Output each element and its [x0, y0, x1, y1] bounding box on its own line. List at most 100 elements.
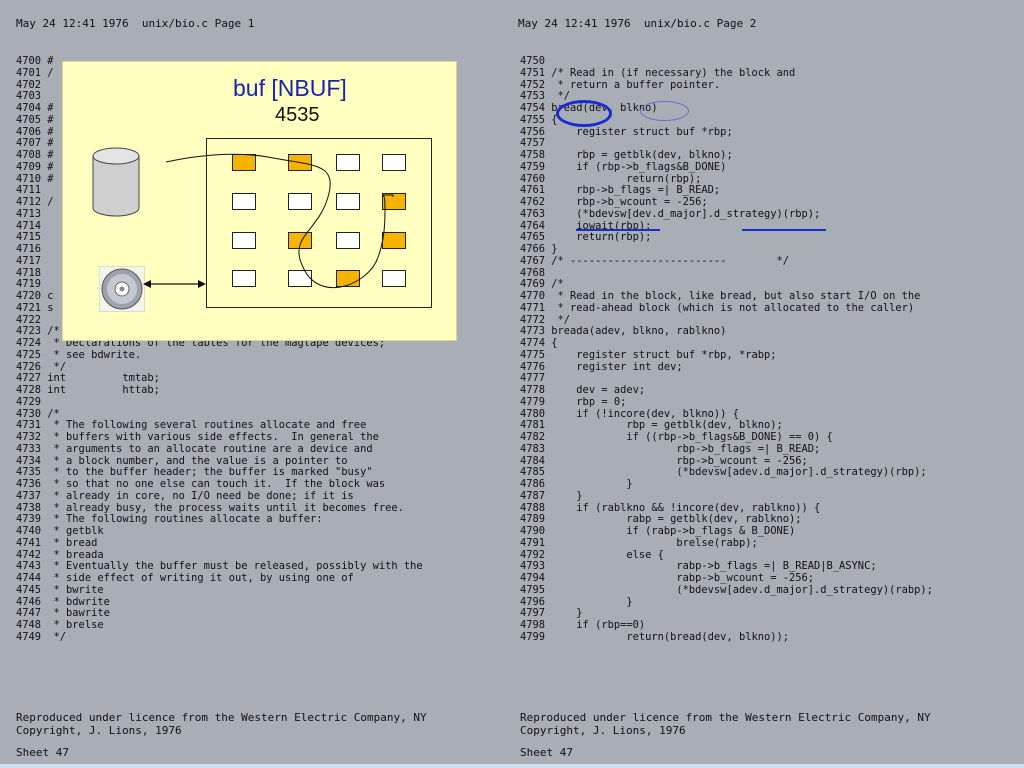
buffer-slot-free	[288, 270, 312, 287]
code-line: 4704 #	[16, 102, 54, 114]
code-line: 4709 #	[16, 160, 54, 173]
code-line: 4796 }	[520, 595, 633, 608]
code-line: 4734 * a block number, and the value is …	[16, 454, 348, 467]
code-line: 4758 rbp = getblk(dev, blkno);	[520, 149, 733, 161]
code-line: 4701 /	[16, 66, 54, 79]
buffer-slot-in-use	[336, 270, 360, 287]
code-line: 4779 rbp = 0;	[520, 395, 627, 408]
buffer-slot-free	[382, 154, 406, 171]
code-line: 4755 {	[520, 113, 558, 126]
page-header: May 24 12:41 1976 unix/bio.c Page 2	[518, 17, 757, 30]
code-line: 4759 if (rbp->b_flags&B_DONE)	[520, 160, 727, 173]
code-line: 4798 if (rbp==0)	[520, 619, 646, 631]
code-line: 4774 {	[520, 337, 558, 349]
code-line: 4788 if (rablkno && !incore(dev, rablkno…	[520, 501, 821, 514]
buffer-slot-free	[382, 270, 406, 287]
code-line: 4732 * buffers with various side effects…	[16, 431, 379, 443]
disk-drive-icon	[92, 147, 140, 217]
buffer-slot-free	[336, 193, 360, 210]
code-line: 4740 * getblk	[16, 525, 104, 537]
code-line: 4728 int httab;	[16, 384, 160, 396]
code-line: 4714	[16, 219, 42, 232]
code-line: 4731 * The following several routines al…	[16, 419, 367, 432]
code-line: 4706 #	[16, 125, 54, 138]
buffer-slot-free	[232, 270, 256, 287]
code-line: 4789 rabp = getblk(dev, rablkno);	[520, 513, 802, 526]
code-line: 4720 c	[16, 290, 54, 302]
code-line: 4760 return(rbp);	[520, 172, 702, 185]
code-line: 4785 (*bdevsw[adev.d_major].d_strategy)(…	[520, 466, 927, 479]
code-line: 4746 * bdwrite	[16, 595, 110, 608]
bottom-strip	[0, 764, 1024, 768]
code-line: 4744 * side effect of writing it out, by…	[16, 572, 354, 584]
code-line: 4777	[520, 372, 546, 385]
source-line-number: 4535	[275, 104, 320, 126]
right-page: May 24 12:41 1976 unix/bio.c Page 2 4750…	[512, 0, 1024, 768]
code-line: 4708 #	[16, 149, 54, 161]
code-line: 4713	[16, 207, 42, 220]
code-line: 4710 #	[16, 172, 54, 185]
code-line: 4745 * bwrite	[16, 583, 104, 596]
code-line: 4705 #	[16, 113, 54, 126]
buffer-array-title: buf [NBUF]	[233, 75, 347, 101]
buffer-grid	[206, 138, 432, 308]
code-line: 4723 /*	[16, 325, 60, 338]
code-line: 4791 brelse(rabp);	[520, 536, 758, 549]
buffer-slot-free	[288, 193, 312, 210]
buffer-slot-in-use	[382, 193, 406, 210]
buffer-slot-free	[336, 154, 360, 171]
code-line: 4743 * Eventually the buffer must be rel…	[16, 560, 423, 573]
buffer-slot-in-use	[232, 154, 256, 171]
buffer-slot-free	[336, 232, 360, 249]
code-line: 4787 }	[520, 489, 583, 502]
licence-footer: Reproduced under licence from the Wester…	[16, 711, 427, 737]
code-line: 4735 * to the buffer header; the buffer …	[16, 466, 373, 479]
code-line: 4711	[16, 184, 42, 197]
code-line: 4717	[16, 254, 42, 267]
code-line: 4749 */	[16, 630, 67, 643]
code-line: 4724 * Declarations of the tables for th…	[16, 337, 386, 349]
code-line: 4782 if ((rbp->b_flags&B_DONE) == 0) {	[520, 431, 833, 443]
code-line: 4730 /*	[16, 407, 60, 420]
code-line: 4762 rbp->b_wcount = -256;	[520, 196, 708, 208]
code-line: 4703	[16, 90, 42, 103]
code-line: 4797 }	[520, 607, 583, 620]
code-line: 4770 * Read in the block, like bread, bu…	[520, 290, 921, 302]
code-line: 4764 iowait(rbp);	[520, 219, 652, 232]
code-line: 4757	[520, 137, 546, 150]
code-line: 4769 /*	[520, 278, 564, 291]
code-line: 4742 * breada	[16, 548, 104, 561]
copyright-line: Copyright, J. Lions, 1976	[16, 724, 182, 737]
code-line: 4736 * so that no one else can touch it.…	[16, 478, 386, 490]
code-line: 4783 rbp->b_flags =| B_READ;	[520, 442, 821, 455]
arrow-head-right	[198, 280, 206, 288]
code-line: 4750	[520, 55, 546, 67]
licence-line: Reproduced under licence from the Wester…	[520, 711, 931, 724]
code-line: 4748 * brelse	[16, 619, 104, 631]
code-line: 4741 * bread	[16, 536, 98, 549]
code-line: 4719	[16, 278, 42, 291]
copyright-line: Copyright, J. Lions, 1976	[520, 724, 686, 737]
code-line: 4761 rbp->b_flags =| B_READ;	[520, 184, 721, 197]
code-line: 4799 return(bread(dev, blkno));	[520, 630, 789, 643]
code-line: 4778 dev = adev;	[520, 384, 646, 396]
licence-footer: Reproduced under licence from the Wester…	[520, 711, 931, 737]
code-line: 4765 return(rbp);	[520, 231, 652, 244]
blkno-highlight-oval	[640, 101, 689, 121]
code-line: 4752 * return a buffer pointer.	[520, 78, 721, 91]
licence-line: Reproduced under licence from the Wester…	[16, 711, 427, 724]
code-line: 4776 register int dev;	[520, 360, 683, 373]
code-line: 4718	[16, 266, 42, 279]
code-line: 4725 * see bdwrite.	[16, 348, 142, 361]
code-line: 4739 * The following routines allocate a…	[16, 513, 323, 526]
code-line: 4775 register struct buf *rbp, *rabp;	[520, 348, 777, 361]
page-header: May 24 12:41 1976 unix/bio.c Page 1	[16, 17, 255, 30]
code-line: 4702	[16, 78, 42, 91]
code-line: 4753 */	[520, 90, 571, 103]
code-line: 4738 * already busy, the process waits u…	[16, 501, 404, 514]
cd-disc-icon	[99, 266, 145, 312]
buffer-slot-in-use	[288, 154, 312, 171]
code-line: 4784 rbp->b_wcount = -256;	[520, 454, 808, 467]
code-line: 4766 }	[520, 243, 558, 255]
